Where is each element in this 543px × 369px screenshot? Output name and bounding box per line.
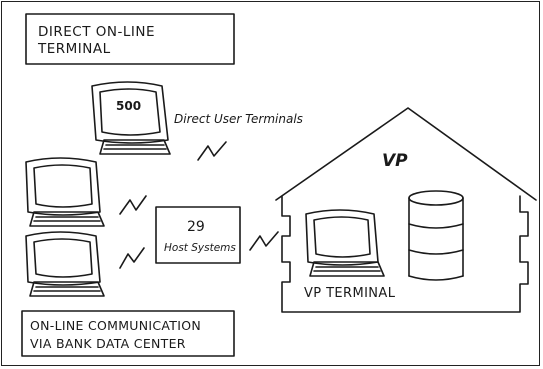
bottom-box: ON-LINE COMMUNICATION VIA BANK DATA CENT…: [21, 310, 235, 357]
lightning-link-bottom: [119, 247, 145, 269]
vp-terminal-label: VP TERMINAL: [304, 286, 396, 301]
keyboard: [29, 281, 105, 297]
vp-house: VP VP TERMINAL: [275, 107, 537, 313]
host-label: Host Systems: [164, 242, 236, 254]
monitor-screen: [313, 216, 371, 258]
title-box-border: [25, 13, 235, 65]
bottom-box-border: [21, 310, 235, 357]
lightning-link-house: [249, 231, 279, 251]
vp-terminal: [305, 209, 385, 277]
vp-logo: VP: [382, 151, 408, 171]
terminal-middle: [25, 157, 105, 227]
direct-terminals-caption: Direct User Terminals: [174, 112, 303, 126]
monitor-screen: [33, 238, 93, 278]
monitor-body: [91, 81, 169, 144]
bottom-line-1: ON-LINE COMMUNICATION: [30, 318, 201, 333]
keyboard: [29, 211, 105, 227]
title-box: DIRECT ON-LINE TERMINAL: [25, 13, 235, 65]
title-line-1: DIRECT ON-LINE: [38, 24, 155, 40]
terminal-count: 500: [116, 99, 141, 113]
direct-user-terminal: 500: [91, 81, 171, 155]
lightning-link-top: [197, 141, 227, 161]
host-box-border: [155, 206, 241, 264]
keyboard: [99, 139, 171, 155]
database-icon: [408, 190, 464, 281]
host-systems-box: 29 Host Systems: [155, 206, 241, 264]
bottom-line-2: VIA BANK DATA CENTER: [30, 336, 186, 351]
title-line-2: TERMINAL: [37, 41, 111, 57]
host-count: 29: [187, 219, 205, 235]
keyboard: [309, 261, 385, 277]
lightning-link-middle: [119, 195, 147, 215]
monitor-screen: [99, 88, 161, 136]
monitor-screen: [33, 164, 93, 208]
terminal-bottom: [25, 231, 105, 297]
house-outline: [275, 107, 537, 313]
